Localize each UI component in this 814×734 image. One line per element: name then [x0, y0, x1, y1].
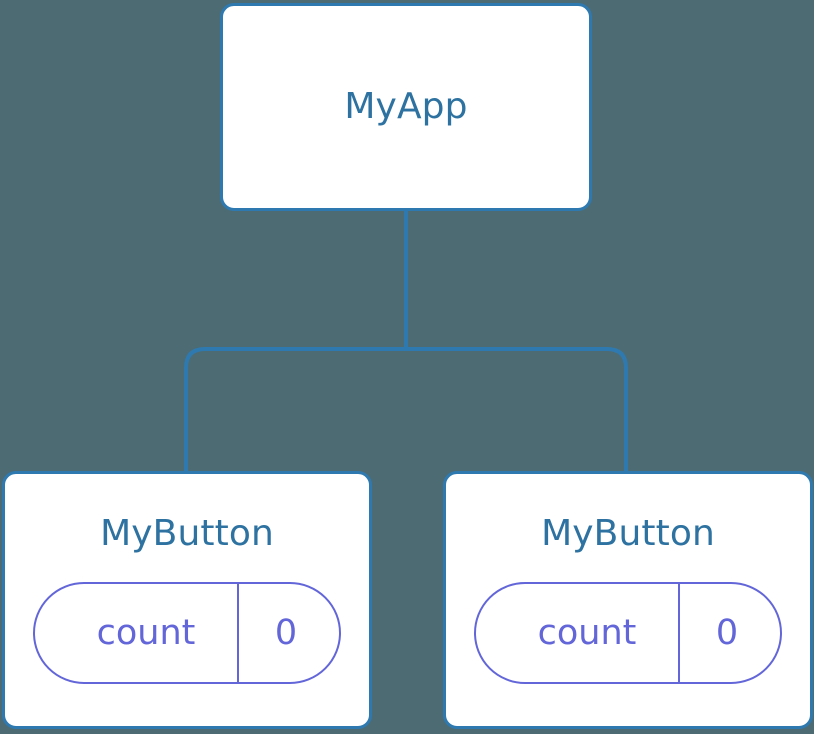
- node-myapp-label: MyApp: [344, 86, 468, 127]
- node-myapp[interactable]: MyApp: [220, 3, 592, 211]
- node-mybutton-left-label: MyButton: [100, 513, 274, 554]
- bus-to-right-child-connector: [406, 347, 628, 474]
- state-key-right: count: [537, 612, 637, 653]
- state-value-left: 0: [237, 584, 339, 682]
- node-mybutton-right-label: MyButton: [541, 513, 715, 554]
- state-value-right: 0: [678, 584, 780, 682]
- state-pill-left[interactable]: count 0: [33, 582, 341, 684]
- node-mybutton-left[interactable]: MyButton count 0: [2, 471, 372, 729]
- state-key-left: count: [96, 612, 196, 653]
- bus-to-left-child-connector: [184, 347, 406, 474]
- node-mybutton-right[interactable]: MyButton count 0: [443, 471, 813, 729]
- state-pill-right[interactable]: count 0: [474, 582, 782, 684]
